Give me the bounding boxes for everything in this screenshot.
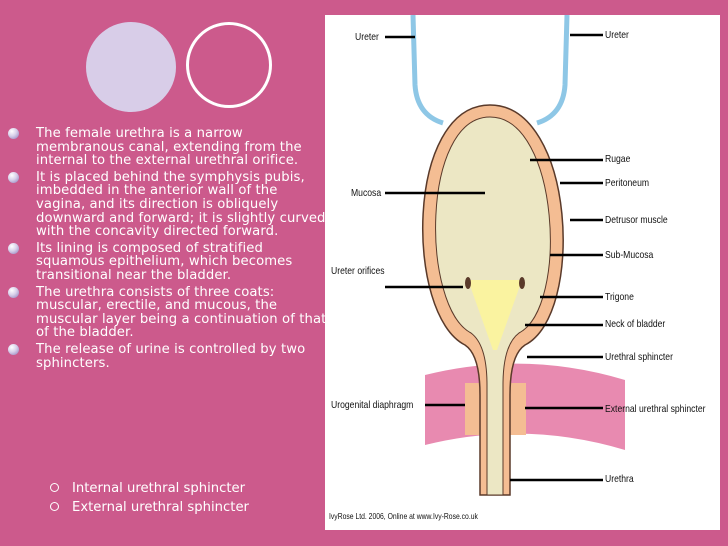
label-rugae: Rugae — [605, 153, 631, 165]
trigone-shape — [468, 280, 522, 350]
label-trigone: Trigone — [605, 291, 634, 303]
label-ureter-left: Ureter — [355, 31, 379, 43]
bullet-dot-icon — [8, 128, 19, 139]
bullet-dot-icon — [8, 242, 19, 254]
sub-bullet-item: Internal urethral sphincter — [48, 479, 249, 498]
bladder-illustration — [385, 15, 625, 496]
label-ureter-right: Ureter — [605, 29, 629, 41]
label-urethra: Urethra — [605, 473, 634, 485]
sphincter-left — [465, 383, 481, 435]
bullet-dot-icon — [8, 171, 19, 183]
label-urethral-sphincter: Urethral sphincter — [605, 351, 673, 363]
sub-bullet-item: External urethral sphincter — [48, 498, 249, 517]
label-sub-mucosa: Sub-Mucosa — [605, 249, 654, 261]
sphincter-right — [510, 383, 526, 435]
ring-bullet-icon — [50, 502, 59, 511]
label-detrusor: Detrusor muscle — [605, 214, 668, 226]
bullet-item: The urethra consists of three coats: mus… — [8, 285, 328, 340]
ureter-left-tube — [410, 15, 444, 126]
label-ureter-orifices: Ureter orifices — [331, 265, 385, 277]
bullet-item: It is placed behind the symphysis pubis,… — [8, 170, 328, 239]
label-neck: Neck of bladder — [605, 318, 666, 330]
bullet-dot-icon — [8, 286, 19, 298]
label-mucosa: Mucosa — [351, 187, 382, 199]
sub-bullet-list: Internal urethral sphincter External ure… — [48, 479, 249, 517]
label-external-sphincter: External urethral sphincter — [605, 403, 706, 415]
bullet-item: The release of urine is controlled by tw… — [8, 343, 328, 370]
label-peritoneum: Peritoneum — [605, 177, 650, 189]
decorative-circle-filled — [86, 22, 176, 112]
leader-lines — [385, 33, 603, 482]
ring-bullet-icon — [50, 483, 59, 492]
bullet-item: The female urethra is a narrow membranou… — [8, 127, 328, 168]
ureter-orifice-right — [519, 277, 525, 289]
bladder-diagram: Ureter Ureter Rugae Peritoneum Mucosa De… — [325, 15, 720, 530]
ureter-right-tube — [536, 15, 570, 126]
diagram-credit: IvyRose Ltd. 2006, Online at www.Ivy-Ros… — [329, 511, 478, 521]
bullet-list: The female urethra is a narrow membranou… — [8, 127, 328, 373]
label-urogenital: Urogenital diaphragm — [331, 399, 414, 411]
decorative-circle-outline — [186, 22, 272, 108]
ureter-orifice-left — [465, 277, 471, 289]
bullet-dot-icon — [8, 343, 19, 355]
bullet-item: Its lining is composed of stratified squ… — [8, 241, 328, 283]
